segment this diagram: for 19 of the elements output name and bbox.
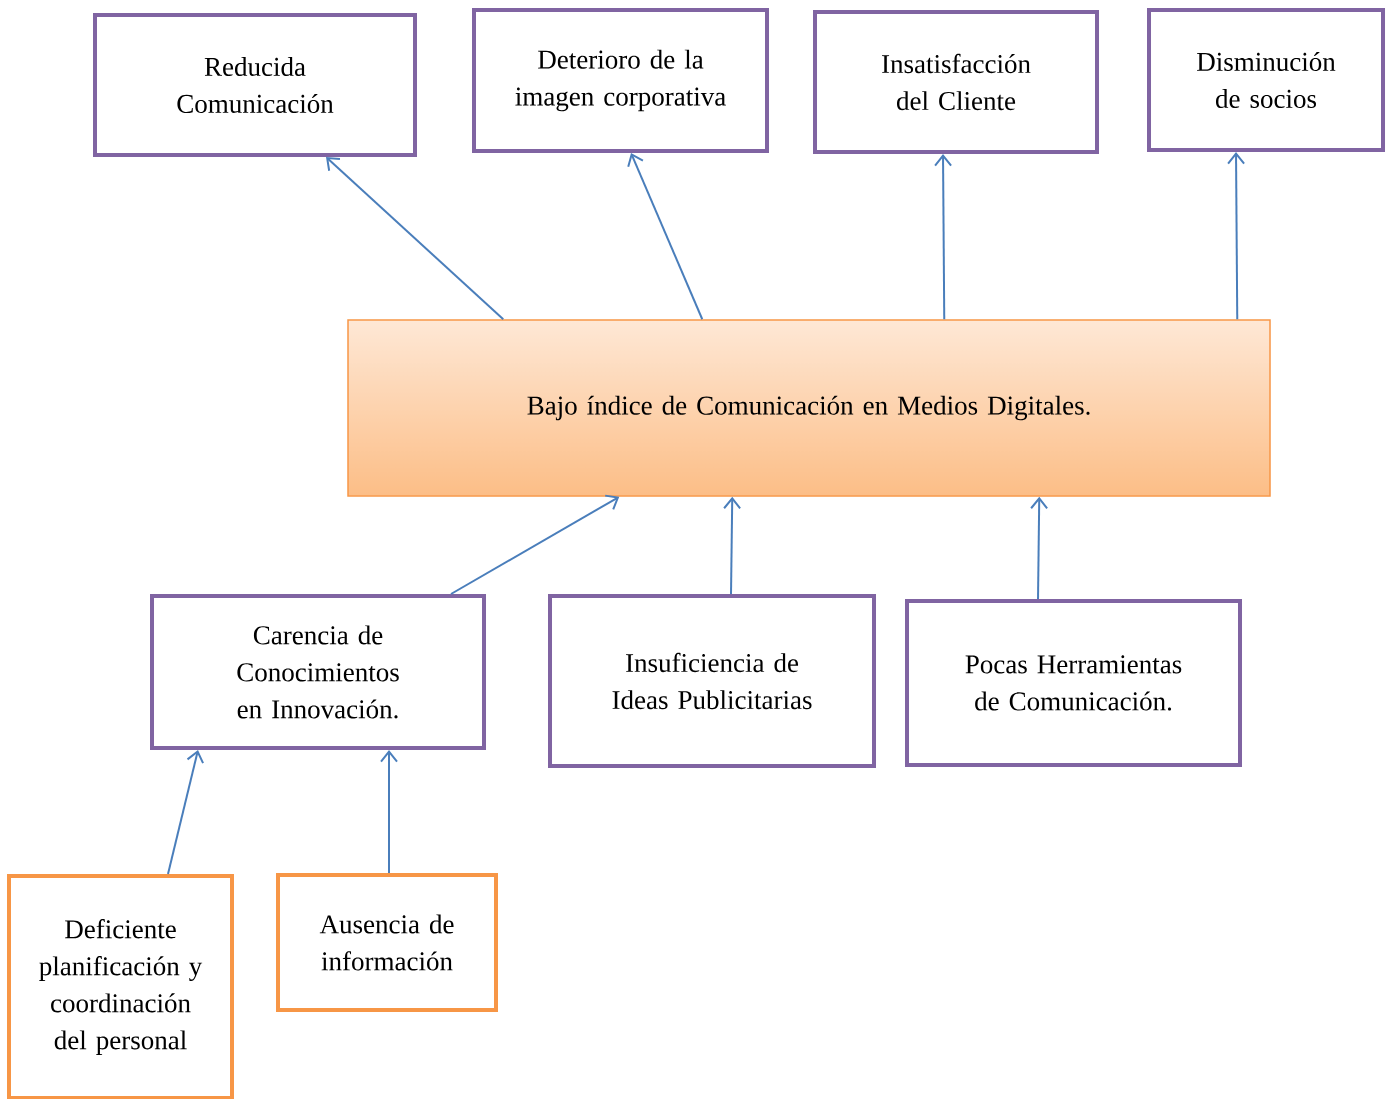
arrow <box>934 154 953 321</box>
arrow <box>723 496 742 595</box>
arrow <box>627 153 704 321</box>
arrow <box>167 750 205 875</box>
effect-box: Disminución de socios <box>1147 8 1385 152</box>
effect-box: Reducida Comunicación <box>93 13 417 157</box>
cause-box: Carencia de Conocimientos en Innovación. <box>150 594 486 750</box>
root-cause-box: Ausencia de información <box>276 873 498 1012</box>
root-cause-box: Deficiente planificación y coordinación del personal <box>7 874 234 1099</box>
arrow <box>326 157 505 321</box>
arrow <box>450 494 620 595</box>
arrow <box>1030 496 1049 600</box>
cause-box: Pocas Herramientas de Comunicación. <box>905 599 1242 767</box>
cause-box: Insuficiencia de Ideas Publicitarias <box>548 594 876 768</box>
arrow <box>380 750 398 874</box>
problem-box: Bajo índice de Comunicación en Medios Digitales. <box>347 319 1271 497</box>
effect-box: Insatisfacción del Cliente <box>813 10 1099 154</box>
effect-box: Deterioro de la imagen corporativa <box>472 8 769 153</box>
arrow <box>1227 152 1246 321</box>
